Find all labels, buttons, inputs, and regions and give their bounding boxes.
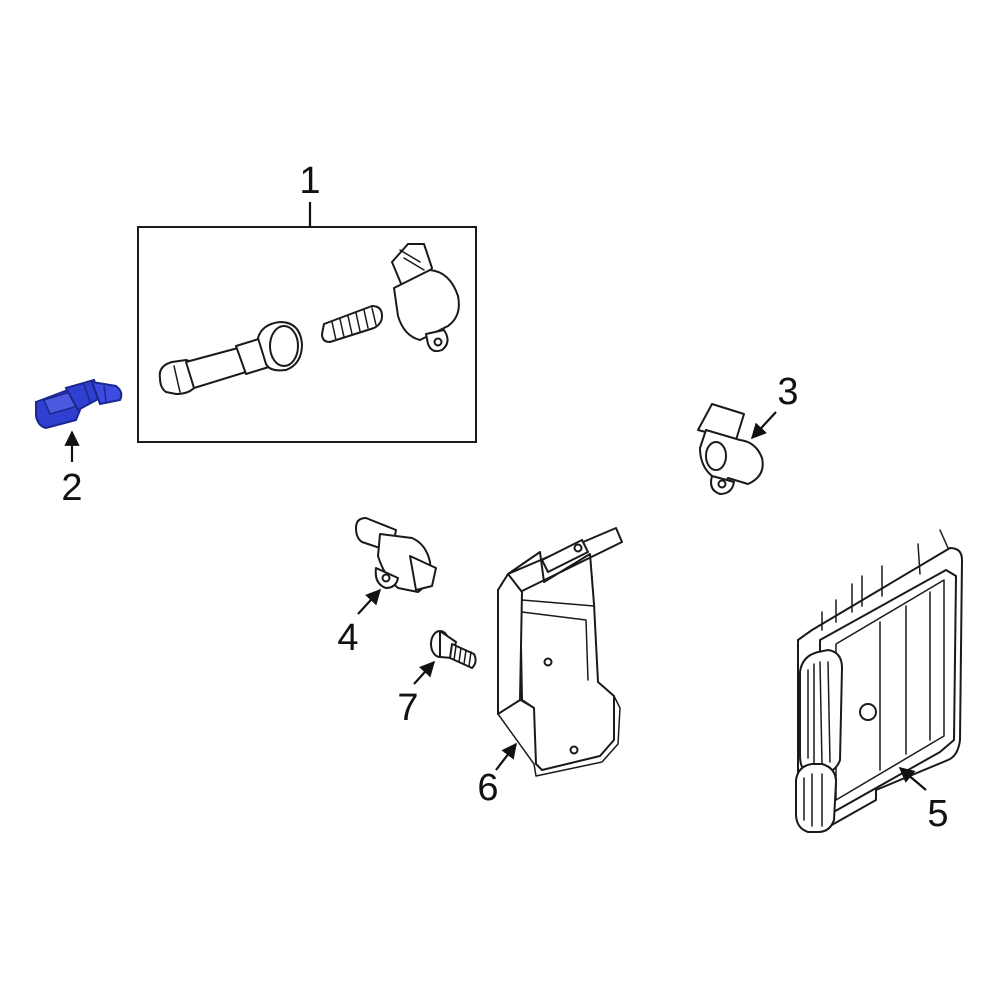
callout-2-number: 2 xyxy=(61,467,82,509)
callout-1-number: 1 xyxy=(299,160,320,202)
callout-7-number: 7 xyxy=(397,687,418,729)
coil-boot-icon xyxy=(158,321,303,395)
callout-7-leader xyxy=(413,660,436,685)
callout-5-number: 5 xyxy=(927,793,948,835)
part-5-engine-control-module[interactable] xyxy=(795,529,963,833)
part-1-ignition-coil-assembly[interactable] xyxy=(137,202,477,443)
callout-4-number: 4 xyxy=(337,617,358,659)
part-6-bracket[interactable] xyxy=(495,527,623,777)
ignition-coil-icon xyxy=(391,243,460,353)
part-1-kit-box xyxy=(137,226,477,443)
part-7-bolt[interactable] xyxy=(413,630,477,685)
sensor-icon xyxy=(35,378,123,430)
callout-6-leader xyxy=(495,742,517,771)
callout-3-number: 3 xyxy=(777,371,798,413)
callout-3-leader xyxy=(750,411,777,440)
callout-5-leader xyxy=(898,767,927,791)
bolt-icon xyxy=(430,630,477,669)
callout-6-number: 6 xyxy=(477,767,498,809)
part-4-position-sensor[interactable] xyxy=(355,517,437,615)
position-sensor-icon xyxy=(355,517,437,593)
spring-icon xyxy=(321,305,383,343)
ecu-icon xyxy=(795,529,963,833)
part-3-position-sensor[interactable] xyxy=(697,403,777,495)
callout-4-leader xyxy=(357,588,382,615)
bracket-icon xyxy=(497,527,623,777)
position-sensor-icon xyxy=(697,403,764,495)
part-2-sensor-highlighted[interactable] xyxy=(35,378,123,462)
